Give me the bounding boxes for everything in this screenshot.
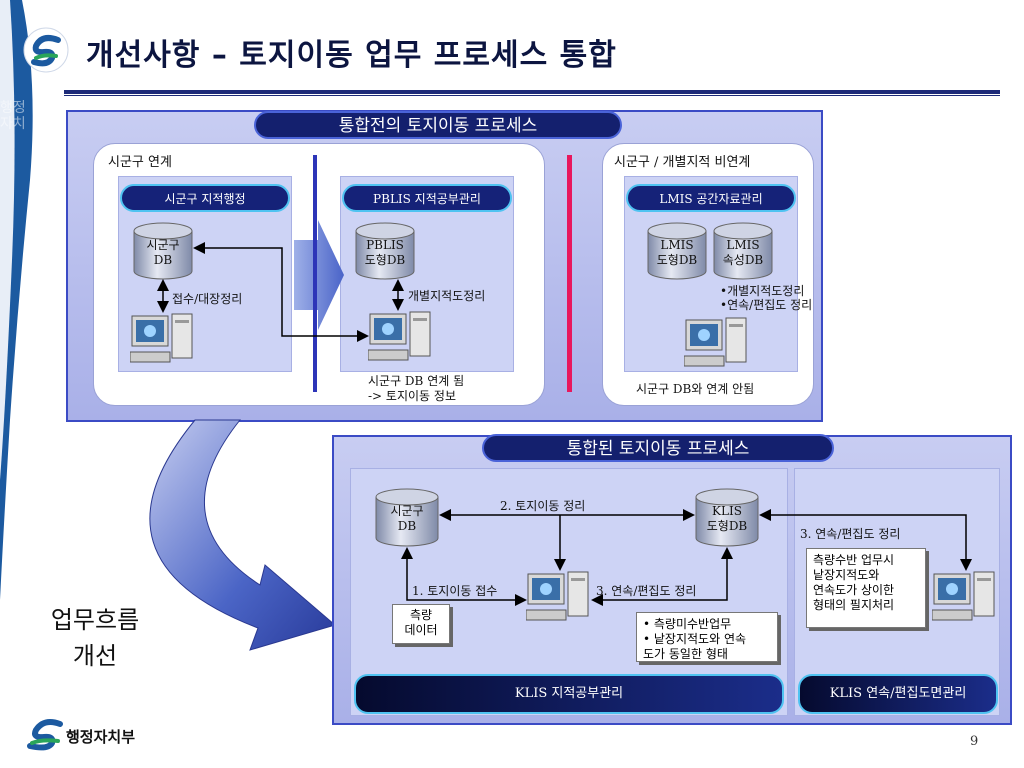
step2-label: 2. 토지이동 정리 — [500, 499, 586, 513]
linked-box-label: 시군구 연계 — [108, 155, 172, 170]
unlinked-caption: 시군구 DB와 연계 안됨 — [636, 382, 755, 396]
sigungu-db-icon — [375, 488, 439, 547]
computer-icon — [130, 313, 193, 363]
title-rule-thin — [64, 95, 1000, 96]
pblis-pill: PBLIS 지적공부관리 — [342, 184, 512, 212]
computer-icon — [368, 311, 431, 361]
linked-caption: 시군구 DB 연계 됨-> 토지이동 정보 — [368, 374, 465, 403]
divider-red — [567, 155, 572, 392]
page-title: 개선사항 – 토지이동 업무 프로세스 통합 — [86, 38, 617, 73]
klis-note: • 측량미수반업무• 낱장지적도와 연속 도가 동일한 형태 — [636, 612, 778, 662]
computer-icon — [932, 571, 995, 621]
lmis-pill: LMIS 공간자료관리 — [626, 184, 796, 212]
lmis-spatial-db-icon — [647, 222, 707, 280]
reception-label: 접수/대장정리 — [172, 292, 243, 306]
page-number: 9 — [970, 734, 979, 749]
footer-org: 행정자치부 — [66, 728, 136, 746]
computer-icon — [684, 317, 747, 367]
decorative-wave — [0, 0, 33, 600]
ministry-logo-icon — [23, 27, 69, 73]
step1-label: 1. 토지이동 접수 — [412, 584, 498, 598]
unlinked-box-label: 시군구 / 개별지적 비연계 — [614, 155, 751, 170]
lmis-attr-db-icon — [713, 222, 773, 280]
klis-db-icon — [695, 488, 759, 547]
lmis-bullets: •개별지적도정리•연속/편집도 정리 — [720, 284, 813, 312]
step3-right-label: 3. 연속/편집도 정리 — [800, 527, 901, 541]
pre-integration-title: 통합전의 토지이동 프로세스 — [254, 111, 622, 139]
ministry-logo-icon — [27, 719, 63, 751]
klis-cadastral-pill: KLIS 지적공부관리 — [354, 674, 784, 714]
step3-label: 3. 연속/편집도 정리 — [596, 584, 697, 598]
klis-continuous-pill: KLIS 연속/편집도면관리 — [798, 674, 998, 714]
sigungu-db-icon — [133, 222, 193, 280]
title-rule — [64, 90, 1000, 94]
integrated-title: 통합된 토지이동 프로세스 — [482, 434, 834, 462]
workflow-curve-arrow-icon — [149, 419, 337, 651]
pblis-arrow-label: 개별지적도정리 — [408, 289, 486, 303]
sigungu-admin-pill: 시군구 지적행정 — [120, 184, 290, 212]
computer-icon — [526, 571, 589, 621]
